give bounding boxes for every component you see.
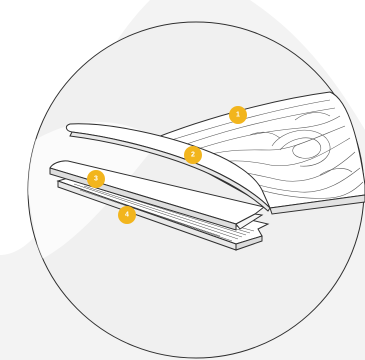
badge-3: 3 [87,170,105,188]
badge-4-number: 4 [125,212,129,219]
badge-3-number: 3 [94,176,98,183]
badge-2: 2 [184,146,202,164]
badge-2-number: 2 [191,152,195,159]
badge-1-number: 1 [236,112,240,119]
badge-4: 4 [118,206,136,224]
badge-1: 1 [229,106,247,124]
